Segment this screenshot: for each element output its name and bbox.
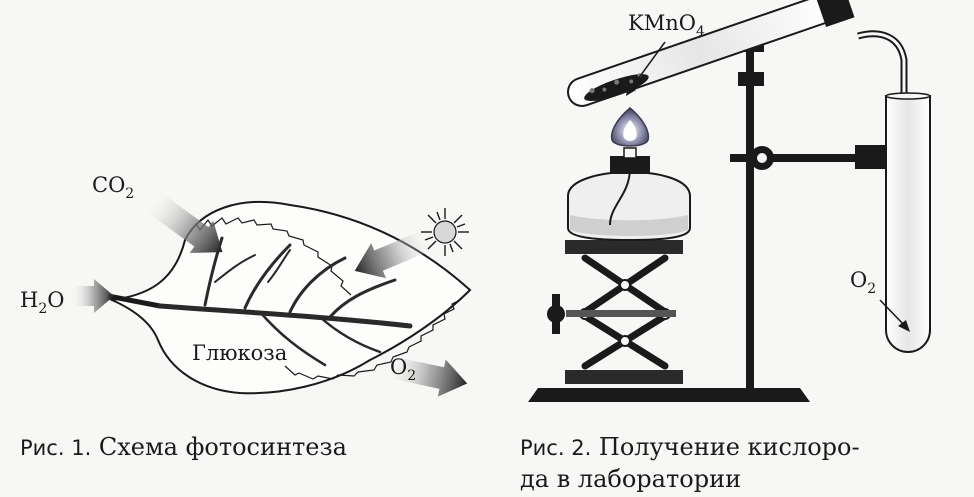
lamp-wick-holder [623, 147, 637, 159]
figure-oxygen-lab: KMnO4 O2 [528, 0, 931, 402]
caption-2-line2: да в лаборатории [520, 465, 742, 493]
heated-test-tube [567, 0, 855, 107]
h2o-arrow [70, 279, 114, 313]
rod-clamp-mid [738, 72, 764, 86]
caption-figure-2: Рис. 2. Получение кислоро-да в лаборатор… [520, 432, 940, 495]
receiving-tube [885, 95, 931, 353]
kmno4-label: KMnO4 [628, 11, 705, 40]
flame-icon [610, 107, 650, 147]
lamp-neck [610, 156, 650, 174]
co2-arrow [140, 188, 223, 253]
jack-screw [566, 310, 676, 317]
leaf-veins [157, 236, 413, 367]
clamp-knob [750, 146, 774, 170]
jack-bottom [565, 370, 683, 384]
caption-figure-1: Рис. 1. Схема фотосинтеза [20, 432, 347, 464]
o2-label-leaf: O2 [390, 355, 416, 384]
light-arrow [354, 227, 437, 279]
h2o-label: H2O [20, 288, 64, 317]
o2-pointer [879, 299, 906, 327]
jack-top [565, 240, 683, 254]
lamp-wick [609, 167, 631, 226]
glucose-label: Глюкоза [192, 341, 287, 365]
clamp-arm [730, 154, 930, 162]
leaf-stem [107, 293, 161, 309]
o2-arrow-leaf [382, 355, 468, 397]
caption-2-prefix: Рис. 2. [520, 436, 592, 460]
stand-rod [746, 38, 754, 390]
figure-photosynthesis: CO2 H2O Глюкоза O2 [20, 173, 472, 397]
co2-label: CO2 [92, 173, 134, 202]
sun-icon [421, 208, 469, 256]
kmno4-pointer [629, 41, 666, 91]
caption-2-line1: Получение кислоро- [598, 433, 860, 461]
caption-1-prefix: Рис. 1. [20, 436, 92, 460]
o2-label-tube: O2 [850, 268, 876, 297]
jack-handle [547, 294, 565, 334]
caption-1-text: Схема фотосинтеза [98, 433, 347, 461]
stand-base [528, 388, 810, 402]
